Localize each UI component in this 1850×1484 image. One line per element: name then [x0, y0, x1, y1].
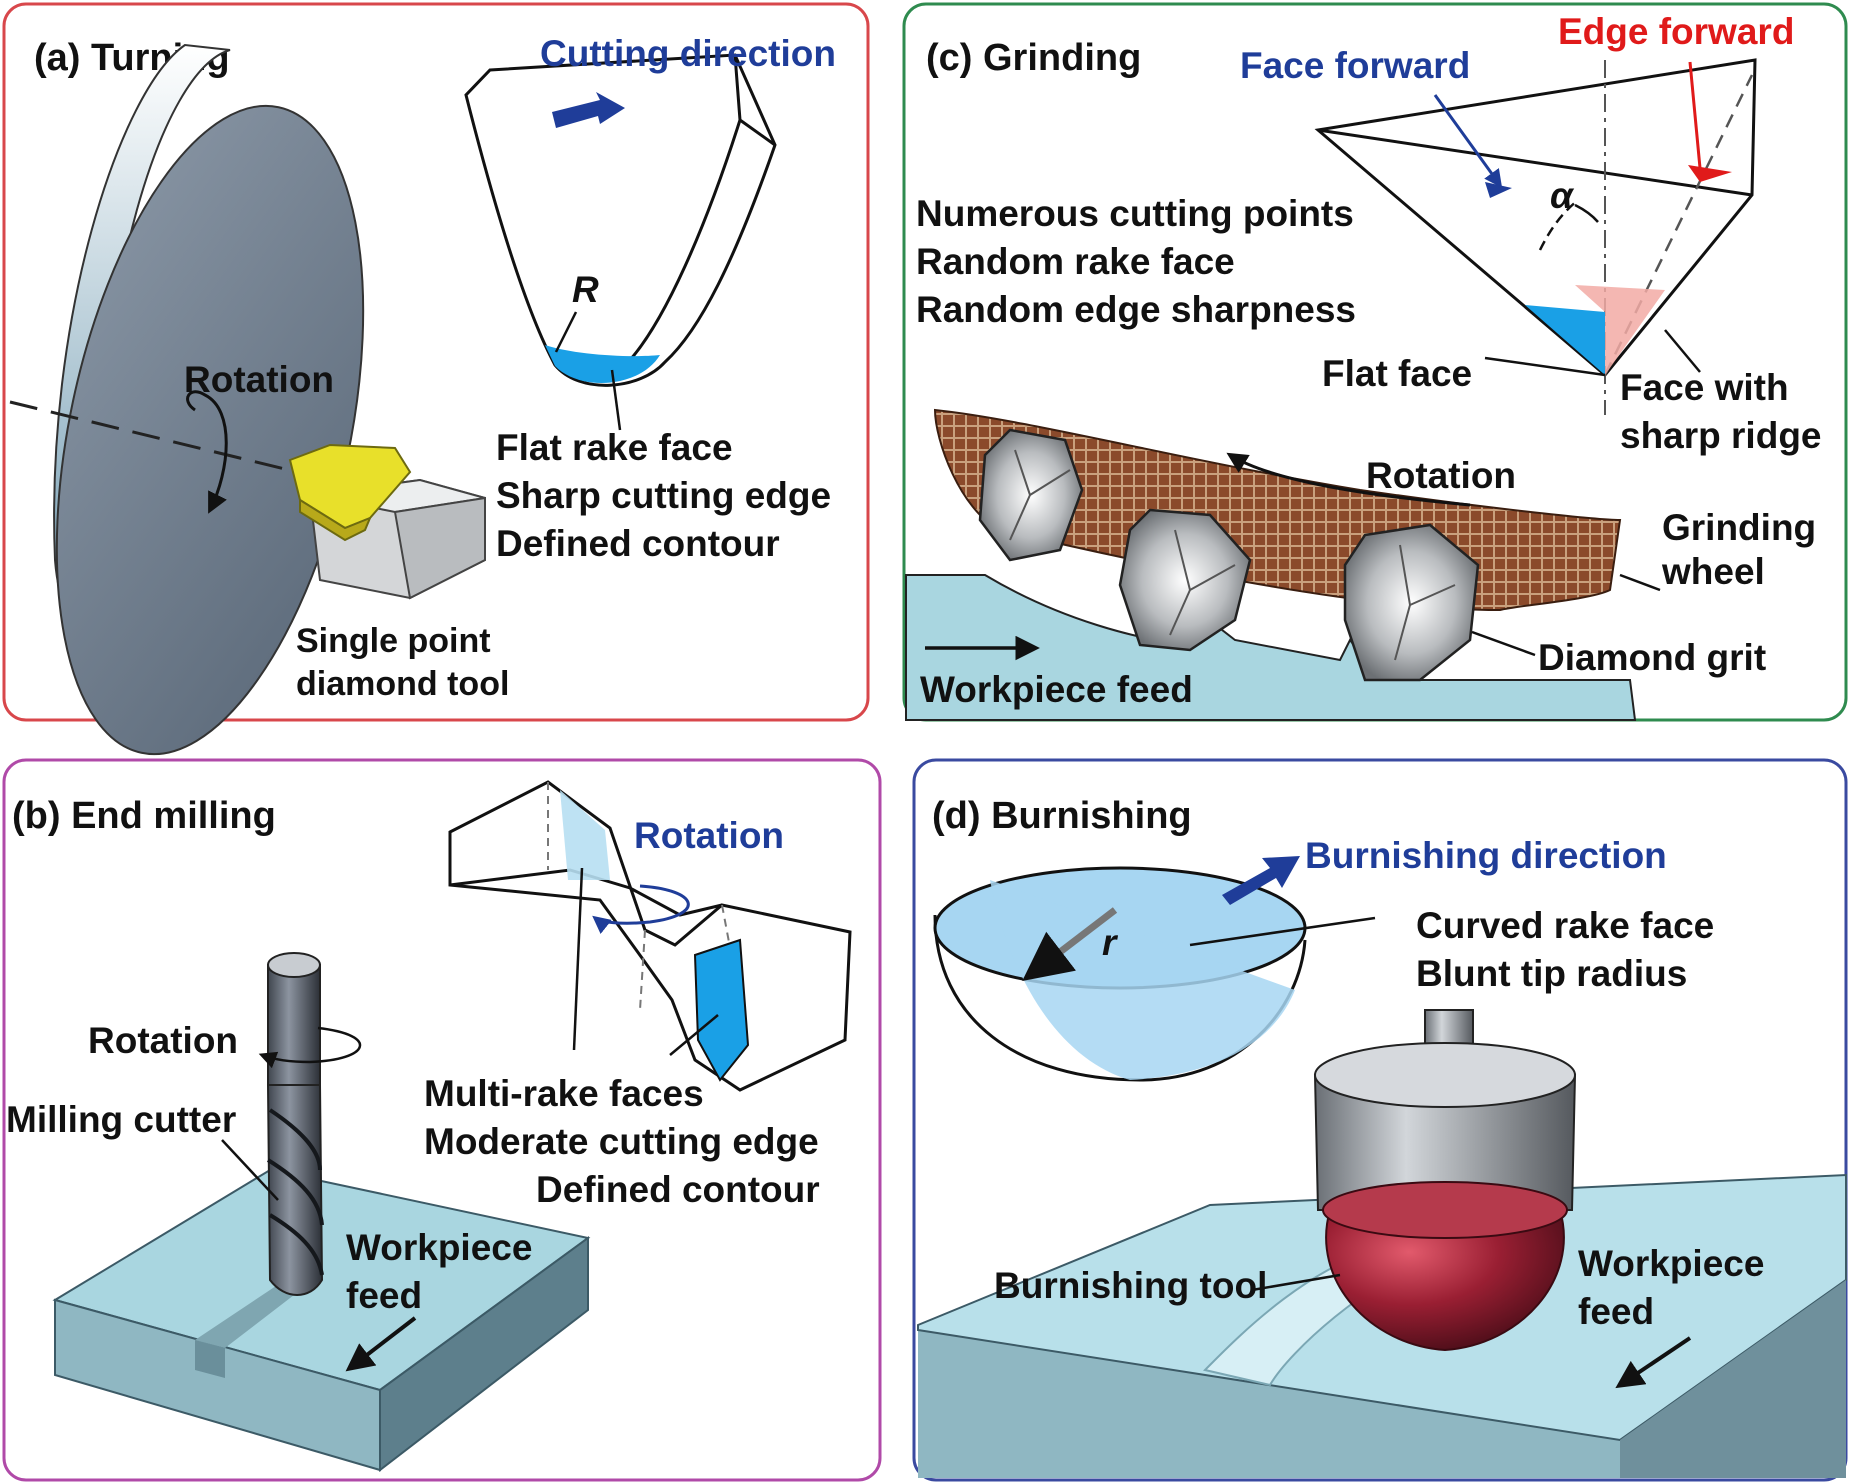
- radius-arrow-d: [1022, 907, 1118, 981]
- ridge-face-highlight: [1575, 285, 1665, 375]
- burnishing-feature-2: Blunt tip radius: [1416, 953, 1687, 994]
- grinding-feature-2: Random rake face: [916, 241, 1235, 282]
- grinding-wheel-label-1: Grinding: [1662, 507, 1816, 548]
- panel-b-title: (b) End milling: [12, 795, 276, 837]
- rotation-label-a: Rotation: [184, 359, 334, 400]
- grit-geometry: [1314, 58, 1757, 415]
- wheel-rotation-arrow: [1226, 452, 1471, 507]
- alpha-label: α: [1550, 175, 1575, 216]
- insert-detail-b: [448, 780, 852, 1092]
- insert-rotation-arrow: [592, 884, 690, 935]
- panel-end-milling: (b) End milling Rotation Milling cutter …: [2, 758, 882, 1482]
- milling-rotation-tool-label: Rotation: [88, 1020, 238, 1061]
- flat-face-label: Flat face: [1322, 353, 1472, 394]
- face-forward-label: Face forward: [1240, 45, 1470, 86]
- panel-c-title: (c) Grinding: [926, 37, 1141, 79]
- milling-feature-1: Multi-rake faces: [424, 1073, 704, 1114]
- flat-rake-face-highlight: [545, 345, 660, 383]
- panel-turning: (a) Turning Rotation Single point diamon…: [2, 2, 870, 756]
- milling-feature-3: Defined contour: [536, 1169, 820, 1210]
- tool-label-line1: Single point: [296, 622, 491, 660]
- insert-rotation-label: Rotation: [634, 815, 784, 856]
- turning-feature-2: Sharp cutting edge: [496, 475, 831, 516]
- burnishing-feature-1: Curved rake face: [1416, 905, 1714, 946]
- face-forward-arrow: [1433, 94, 1503, 188]
- burnishing-direction-label: Burnishing direction: [1305, 835, 1667, 876]
- diamond-grit-label: Diamond grit: [1538, 637, 1766, 678]
- rake-face-pointer: [610, 369, 622, 431]
- burnishing-feed-arrow: [1615, 1336, 1692, 1389]
- burnishing-feed-label-2: feed: [1578, 1291, 1654, 1332]
- ridge-face-label-1: Face with: [1620, 367, 1789, 408]
- panel-burnishing: (d) Burnishing Burnishing direc: [912, 758, 1848, 1482]
- milling-feed-arrow: [345, 1316, 417, 1372]
- milling-feed-label-2: feed: [346, 1275, 422, 1316]
- spindle-axis: [9, 400, 331, 482]
- flat-face-highlight: [1525, 305, 1605, 375]
- milling-cutter: [266, 952, 324, 1296]
- radius-label-d: r: [1102, 922, 1119, 963]
- curved-rake-detail: [933, 856, 1692, 1389]
- grinding-feed-label: Workpiece feed: [920, 669, 1193, 710]
- single-point-tool: [288, 443, 486, 600]
- milling-cutter-label: Milling cutter: [6, 1099, 236, 1140]
- radius-pointer: [554, 311, 578, 353]
- edge-forward-arrow: [1688, 61, 1702, 169]
- radius-label-a: R: [572, 269, 599, 310]
- turning-feature-3: Defined contour: [496, 523, 780, 564]
- cutting-direction-arrow: [552, 92, 625, 128]
- burnishing-feed-label-1: Workpiece: [1578, 1243, 1764, 1284]
- milling-feature-2: Moderate cutting edge: [424, 1121, 819, 1162]
- burnishing-tool: [1313, 1009, 1577, 1352]
- ridge-face-label-2: sharp ridge: [1620, 415, 1822, 456]
- grinding-feature-3: Random edge sharpness: [916, 289, 1356, 330]
- burnishing-direction-arrow: [1222, 856, 1300, 905]
- insert-detail-a: [464, 53, 777, 431]
- turning-feature-1: Flat rake face: [496, 427, 733, 468]
- cutting-direction-label: Cutting direction: [540, 33, 836, 74]
- panel-grinding: (c) Grinding Face forward Edge forward α…: [902, 2, 1848, 722]
- edge-forward-label: Edge forward: [1558, 11, 1794, 52]
- rake-face-highlight-b: [693, 938, 750, 1082]
- grinding-rotation-label: Rotation: [1366, 455, 1516, 496]
- panel-d-title: (d) Burnishing: [932, 795, 1192, 837]
- tool-label-line2: diamond tool: [296, 665, 509, 703]
- milling-feed-label-1: Workpiece: [346, 1227, 532, 1268]
- grinding-feature-1: Numerous cutting points: [916, 193, 1354, 234]
- grinding-wheel-label-2: wheel: [1661, 551, 1765, 592]
- tool-rotation-arrow: [258, 1026, 362, 1069]
- diamond-grits: [978, 428, 1480, 682]
- rotation-arrow-a: [186, 390, 228, 514]
- burnishing-tool-label: Burnishing tool: [994, 1265, 1267, 1306]
